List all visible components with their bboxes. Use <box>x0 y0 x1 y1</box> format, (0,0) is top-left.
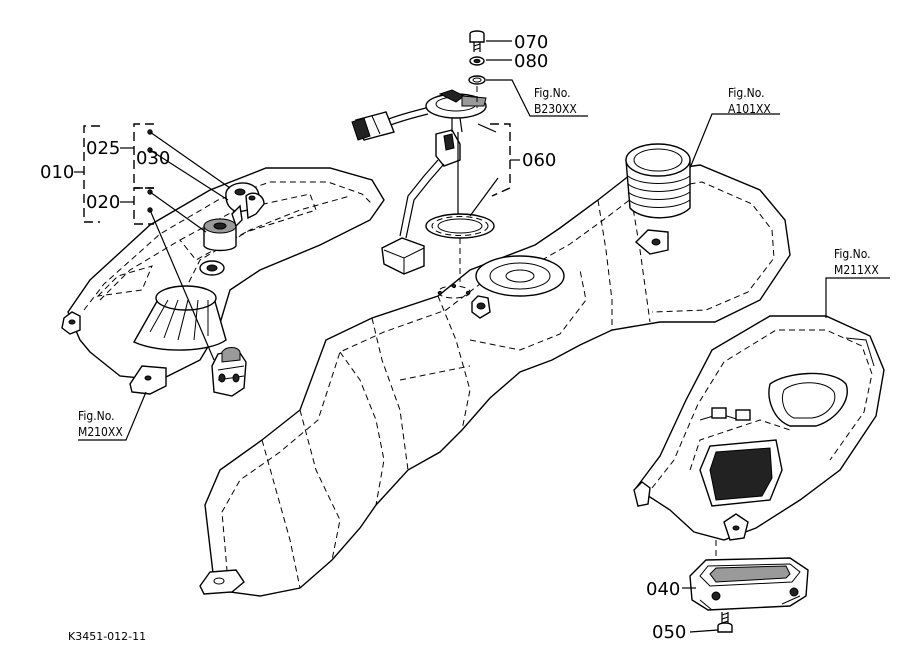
label-050: 050 <box>652 622 686 643</box>
right-cover <box>633 315 885 633</box>
fig-ref-m210-line1: Fig.No. <box>78 409 115 423</box>
fig-ref-b230-line2: B230XX <box>534 102 577 116</box>
fuel-tank <box>199 143 791 597</box>
fig-ref-m211-line1: Fig.No. <box>834 247 871 261</box>
fig-ref-m211-line2: M211XX <box>834 263 879 277</box>
label-080: 080 <box>514 51 548 72</box>
label-040: 040 <box>646 579 680 600</box>
label-020: 020 <box>86 192 120 213</box>
fig-ref-a101-line1: Fig.No. <box>728 86 765 100</box>
fig-ref-b230-line1: Fig.No. <box>534 86 571 100</box>
figure-references: Fig.No. B230XX Fig.No. A101XX Fig.No. M2… <box>78 86 879 439</box>
label-070: 070 <box>514 32 548 53</box>
fig-ref-a101-line2: A101XX <box>728 102 771 116</box>
label-025: 025 <box>86 138 120 159</box>
part-number-labels: 070 080 060 025 030 010 020 040 050 <box>40 32 686 643</box>
fuel-pump-assembly <box>351 30 495 282</box>
label-010: 010 <box>40 162 74 183</box>
leader-lines <box>74 40 890 633</box>
label-060: 060 <box>522 150 556 171</box>
fig-ref-m210-line2: M210XX <box>78 425 123 439</box>
label-030: 030 <box>136 148 170 169</box>
drawing-code: K3451-012-11 <box>68 630 146 643</box>
